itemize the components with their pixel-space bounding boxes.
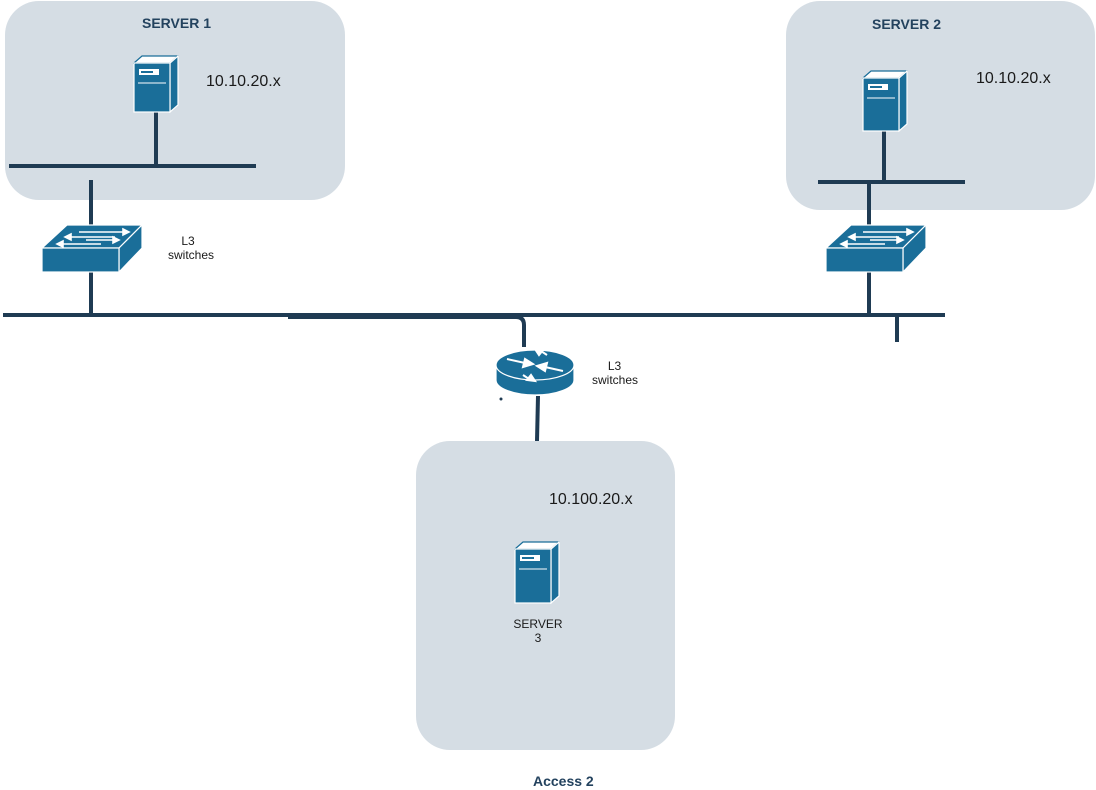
- router-to-access2-line: [535, 395, 540, 442]
- server3-label-line2: 3: [534, 631, 542, 645]
- router-label: L3 switches: [592, 359, 639, 387]
- l3-switch-1-icon: [41, 224, 143, 274]
- router-label-line2: switches: [592, 373, 639, 387]
- router-label-line1: L3: [607, 359, 622, 373]
- server3-label: SERVER 3: [511, 617, 565, 645]
- server1-title: SERVER 1: [142, 15, 211, 31]
- server2-icon: [862, 70, 908, 132]
- server3-icon: [514, 541, 560, 604]
- server2-zone: [786, 1, 1095, 210]
- server1-icon: [133, 55, 179, 113]
- server1-subnet: 10.10.20.x: [206, 73, 281, 90]
- server2-subnet: 10.10.20.x: [976, 70, 1051, 87]
- backbone-to-router-line: [288, 315, 526, 347]
- access2-caption: Access 2: [533, 773, 594, 789]
- server2-title: SERVER 2: [872, 16, 941, 32]
- switch-label-line2: switches: [168, 248, 215, 262]
- server3-label-line1: SERVER: [513, 617, 563, 631]
- switch-label-line1: L3: [181, 234, 195, 248]
- access2-subnet: 10.100.20.x: [549, 491, 633, 508]
- router-icon: [495, 345, 575, 399]
- switch-label: L3 switches: [168, 234, 215, 262]
- l3-switch-2-icon: [825, 224, 927, 274]
